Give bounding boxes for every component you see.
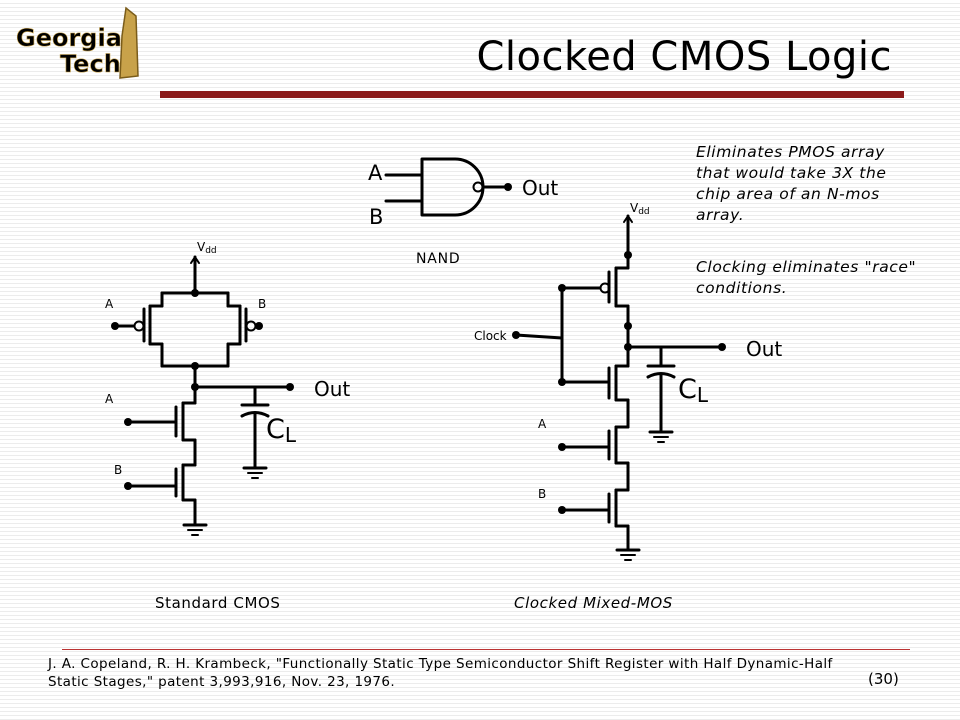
note-area-savings: Eliminates PMOS array that would take 3X… <box>696 143 887 224</box>
standard-cmos-caption: Standard CMOS <box>155 594 281 612</box>
logo-line1: Georgia <box>16 24 122 52</box>
standard-nmos-b-label: B <box>114 463 122 477</box>
clocked-mixed-mos-circuit <box>514 214 724 561</box>
page-number: (30) <box>868 670 899 688</box>
logo-flame-icon <box>119 6 139 79</box>
page-title: Clocked CMOS Logic <box>476 34 892 80</box>
clocked-vdd-label: Vdd <box>630 201 650 217</box>
clocked-load-cap-label: CL <box>678 374 709 407</box>
georgia-tech-logo: Georgia Tech <box>16 6 139 79</box>
note-race-conditions: Clocking eliminates "race" conditions. <box>696 258 917 297</box>
logo-line2: Tech <box>60 50 121 78</box>
clocked-nmos-b-label: B <box>538 487 546 501</box>
clocked-output-label: Out <box>746 337 782 361</box>
nand-input-b-label: B <box>369 205 383 229</box>
clocked-clock-label: Clock <box>474 329 507 343</box>
standard-vdd-label: Vdd <box>197 240 217 256</box>
clocked-mixed-mos-caption: Clocked Mixed-MOS <box>514 594 673 612</box>
standard-pmos-b-label: B <box>258 297 266 311</box>
nand-gate-symbol <box>384 157 510 217</box>
footer-divider <box>62 649 910 650</box>
patent-citation: J. A. Copeland, R. H. Krambeck, "Functio… <box>48 656 833 690</box>
nand-output-label: Out <box>522 176 558 200</box>
clocked-nmos-a-label: A <box>538 417 547 431</box>
standard-load-cap-label: CL <box>266 414 297 447</box>
title-divider <box>160 91 904 98</box>
standard-pmos-a-label: A <box>105 297 114 311</box>
nand-input-a-label: A <box>368 161 383 185</box>
standard-nmos-a-label: A <box>105 392 114 406</box>
standard-output-label: Out <box>314 377 350 401</box>
nand-caption: NAND <box>416 251 461 267</box>
